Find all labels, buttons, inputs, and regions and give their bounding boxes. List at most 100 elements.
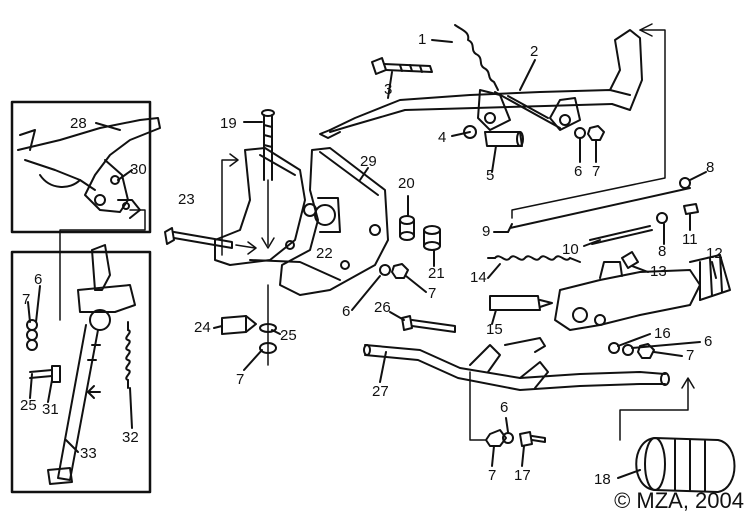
spring-1-part (454, 24, 499, 91)
washer-4-part (463, 125, 477, 139)
stand-spring-part (125, 321, 131, 389)
callout-7-b: 7 (686, 347, 695, 364)
callout-6-b: 6 (704, 333, 713, 350)
leader-32 (129, 387, 133, 429)
washer-16-part (608, 342, 620, 354)
key-24-part (221, 315, 257, 335)
leader-7c (491, 445, 495, 467)
leader-2 (519, 59, 536, 91)
bolt-23-part (164, 227, 233, 249)
bushing-20-part (399, 215, 415, 241)
brake-lever-part (319, 29, 643, 139)
pin-15-part (489, 295, 553, 311)
callout-13: 13 (650, 263, 667, 280)
leader-12 (711, 261, 717, 279)
callout-3: 3 (384, 81, 393, 98)
callout-20: 20 (398, 175, 415, 192)
callout-27: 27 (372, 383, 389, 400)
callout-4: 4 (438, 129, 447, 146)
bushing-21-part (423, 225, 441, 251)
bolt-26-part (401, 315, 456, 333)
leader-10 (583, 239, 601, 247)
copyright-notice: © MZA, 2004 (614, 488, 744, 513)
callout-6-e: 6 (34, 271, 43, 288)
callout-9: 9 (482, 223, 491, 240)
leader-6d (351, 275, 381, 311)
arrow-23 (235, 241, 257, 255)
leader-25a (271, 329, 281, 335)
leader-3 (387, 71, 393, 99)
leader-1 (431, 39, 453, 43)
washer-8b-part (656, 212, 668, 224)
stand-lever-part (17, 117, 161, 219)
leader-16 (617, 333, 651, 347)
nut-7b-part (637, 343, 655, 359)
leader-7b (653, 351, 683, 357)
callout-2: 2 (530, 43, 539, 60)
washer-6d-part (379, 264, 391, 276)
bolt-17-part (519, 431, 546, 447)
callout-17: 17 (514, 467, 531, 484)
leader-6b (631, 341, 701, 349)
callout-8: 8 (706, 159, 715, 176)
callout-21: 21 (428, 265, 445, 282)
footrest-bar-27-part (363, 344, 670, 391)
callout-26: 26 (374, 299, 391, 316)
pin-11-part (683, 203, 699, 215)
leader-30 (117, 169, 133, 181)
callout-29: 29 (360, 153, 377, 170)
spring-14-part (494, 255, 571, 261)
guide-to-27 (469, 371, 486, 441)
leader-26 (389, 311, 405, 321)
callout-18: 18 (594, 471, 611, 488)
inset-frame-bottom (10, 250, 152, 494)
callout-6: 6 (574, 163, 583, 180)
leader-29 (359, 167, 369, 181)
callout-8-b: 8 (658, 243, 667, 260)
callout-12: 12 (706, 245, 723, 262)
callout-25-b: 25 (20, 397, 37, 414)
callout-32: 32 (122, 429, 139, 446)
pedal-12-part (554, 254, 731, 331)
callout-33: 33 (80, 445, 97, 462)
grip-18-part (635, 437, 736, 493)
nut-7d-part (391, 263, 409, 279)
leader-28 (95, 122, 121, 131)
callout-10: 10 (562, 241, 579, 258)
callout-25: 25 (280, 327, 297, 344)
callout-14: 14 (470, 269, 487, 286)
bolt-19-part (261, 109, 275, 181)
bolt-3-part (371, 57, 433, 75)
stand-bolt-part (26, 319, 61, 383)
leader-6c (505, 417, 509, 433)
callout-23: 23 (178, 191, 195, 208)
washer-6-part (574, 127, 586, 139)
leader-27 (379, 351, 387, 383)
callout-7: 7 (592, 163, 601, 180)
inset-frame-top (10, 100, 152, 234)
callout-5: 5 (486, 167, 495, 184)
leader-18 (617, 469, 641, 479)
arrow-to-pedal (504, 337, 546, 353)
leader-8a (689, 171, 707, 181)
leader-17 (521, 445, 525, 467)
connector-line (59, 209, 146, 321)
leader-13 (631, 265, 649, 273)
callout-11: 11 (682, 231, 698, 248)
callout-30: 30 (130, 161, 147, 178)
leader-15 (491, 309, 497, 325)
bracket-29-part (214, 147, 389, 296)
leader-25b (29, 373, 33, 399)
nut-7-part (587, 125, 605, 141)
sleeve-5-part (484, 131, 524, 147)
rod-10-part (589, 225, 653, 245)
kick-stand-part (47, 244, 136, 485)
callout-6-c: 6 (500, 399, 509, 416)
leader-31 (47, 379, 53, 403)
callout-16: 16 (654, 325, 671, 342)
guide-29-left (221, 159, 237, 256)
callout-7-c: 7 (488, 467, 497, 484)
callout-7-f: 7 (22, 291, 31, 308)
